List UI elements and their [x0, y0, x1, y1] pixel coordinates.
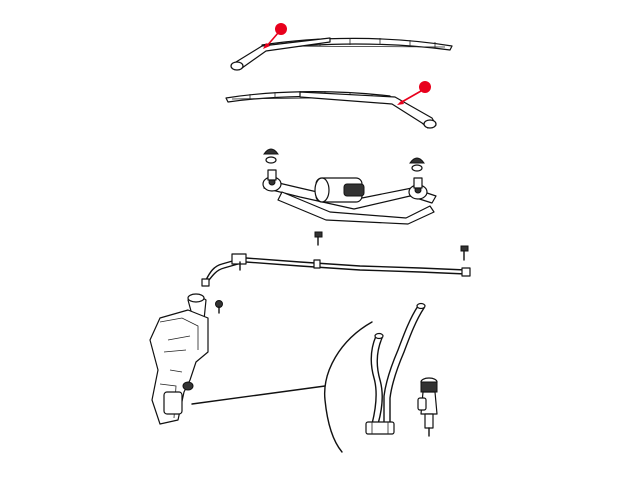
callout-marker	[275, 23, 287, 35]
callout-pointer	[399, 90, 422, 104]
bolt	[460, 245, 469, 261]
left-wiper-arm	[230, 37, 453, 71]
bolt	[314, 231, 323, 246]
wiper-linkage-motor	[262, 148, 437, 225]
detail-leader-line	[191, 385, 326, 405]
detail-boundary-arc	[323, 321, 373, 453]
washer-pump-detail	[323, 302, 438, 453]
washer-reservoir	[149, 293, 209, 425]
right-wiper-arm	[225, 91, 437, 129]
screw	[215, 300, 223, 314]
washer-hose	[201, 253, 471, 287]
callout-marker	[419, 81, 431, 93]
